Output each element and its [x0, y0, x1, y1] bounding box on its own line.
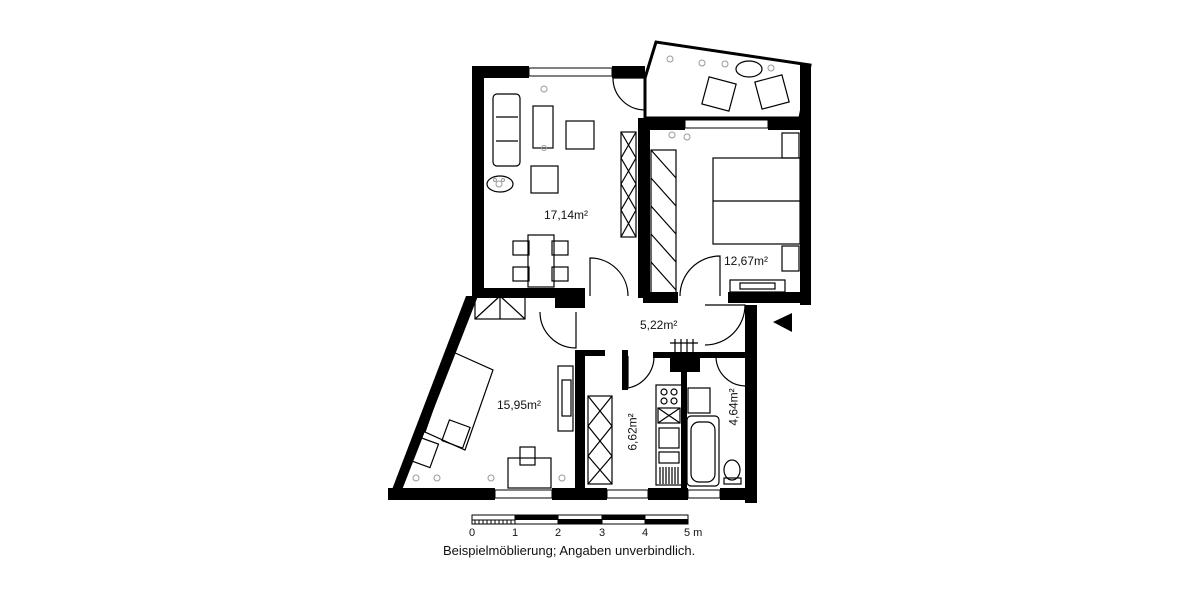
room-area-room-left: 15,95m²	[497, 398, 542, 412]
room-area-living: 17,14m²	[544, 208, 589, 222]
slanted-wall	[388, 296, 478, 500]
windows	[494, 67, 769, 499]
walls	[388, 65, 811, 503]
scale-tick-2: 2	[555, 527, 562, 539]
room-area-kitchen: 6,62m²	[625, 413, 640, 451]
room-area-bedroom: 12,67m²	[724, 254, 769, 268]
balcony	[643, 40, 812, 120]
entrance-arrow-icon	[773, 313, 792, 332]
scale-tick-3: 3	[599, 527, 606, 539]
room-left-furniture	[410, 295, 574, 489]
room-area-bathroom: 4,64m²	[726, 388, 741, 426]
doors	[539, 77, 746, 389]
plants	[412, 55, 775, 482]
kitchen-bath-furniture	[587, 339, 742, 487]
scale-bar	[471, 514, 689, 525]
scale-tick-4: 4	[642, 527, 649, 539]
disclaimer-caption: Beispielmöblierung; Angaben unverbindlic…	[443, 543, 696, 558]
scale-tick-1: 1	[512, 527, 519, 539]
scale-tick-0: 0	[469, 527, 476, 539]
bedroom-furniture	[650, 60, 801, 296]
living-furniture	[486, 93, 637, 288]
room-area-hallway: 5,22m²	[640, 318, 678, 332]
scale-tick-5: 5 m	[684, 527, 703, 539]
